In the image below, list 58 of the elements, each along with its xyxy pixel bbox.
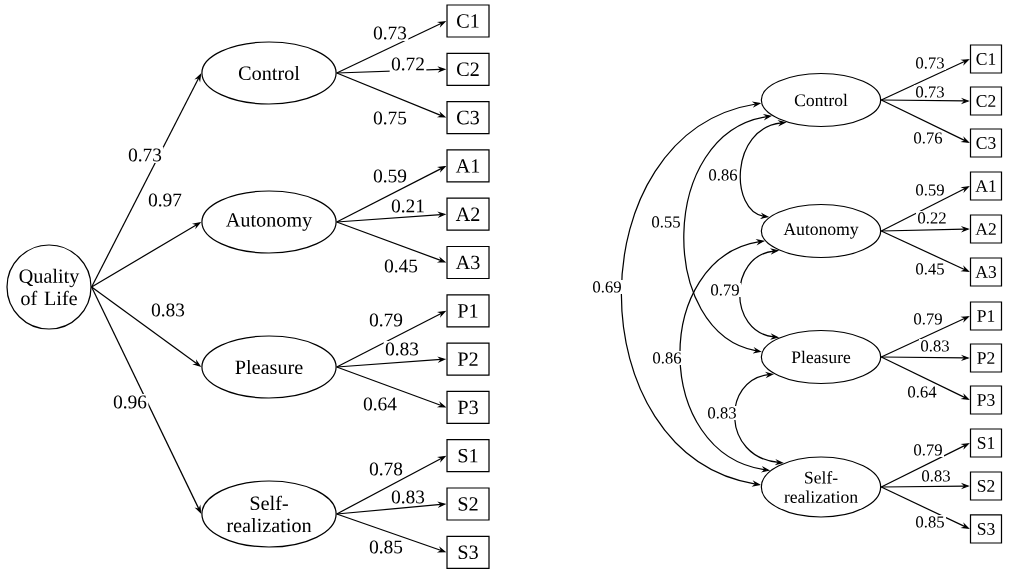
edge-label: 0.83 [920,468,952,484]
indicator-box: S1 [969,428,1003,458]
edge-label: 0.76 [912,130,944,146]
indicator-box: A3 [969,257,1003,287]
edge-label: 0.64 [906,384,938,400]
indicator-box: C3 [969,128,1003,158]
indicator-box: A2 [969,214,1003,244]
edge-label: 0.86 [707,167,739,183]
edge-label: 0.97 [146,192,184,208]
edge-label: 0.59 [914,182,946,198]
edge-label: 0.78 [367,461,405,477]
indicator-box: P3 [969,385,1003,415]
indicator-box: P1 [446,294,490,328]
edge-label: 0.55 [650,214,682,230]
edge-label: 0.69 [591,279,623,295]
edge-label: 0.96 [111,394,149,410]
edge-label: 0.45 [914,261,946,277]
edge-label: 0.79 [912,442,944,458]
edge-label: 0.79 [709,282,741,298]
edge-label: 0.21 [389,198,427,214]
edge-label: 0.59 [371,168,409,184]
indicator-box: S2 [969,471,1003,501]
edge-label: 0.79 [912,311,944,327]
edge-label: 0.72 [389,56,427,72]
edge-label: 0.85 [367,539,405,555]
indicator-box: A3 [446,245,490,280]
indicator-box: S1 [446,439,490,473]
indicator-box: S3 [446,535,490,569]
edge-label: 0.79 [367,312,405,328]
indicator-box: P2 [446,342,490,376]
edge-label: 0.45 [382,258,420,274]
edge-label: 0.83 [383,341,421,357]
indicator-box: C1 [969,44,1003,74]
indicator-box: C1 [446,4,490,38]
indicator-box: S2 [446,487,490,521]
edge-label: 0.83 [706,405,738,421]
edge-label: 0.22 [916,210,948,226]
edge-label: 0.73 [914,84,946,100]
edge-label: 0.85 [914,514,946,530]
indicator-box: C2 [969,86,1003,116]
indicator-box: C2 [446,52,490,86]
indicator-box: A2 [446,197,490,231]
indicator-box: P2 [969,343,1003,373]
indicator-box: A1 [969,171,1003,201]
indicator-box: A1 [446,149,490,183]
indicator-box: P1 [969,301,1003,331]
edge-label: 0.86 [651,350,683,366]
indicator-box: C3 [446,101,490,135]
edge-label: 0.73 [126,147,164,163]
edge-label: 0.83 [389,489,427,505]
edge-label: 0.73 [914,55,946,71]
edge-label: 0.64 [361,396,399,412]
edge-label: 0.73 [371,25,409,41]
indicator-box: S3 [969,514,1003,544]
edge-label: 0.83 [919,338,951,354]
indicator-box: P3 [446,390,490,424]
edge-label: 0.83 [149,302,187,318]
edge-label: 0.75 [371,110,409,126]
